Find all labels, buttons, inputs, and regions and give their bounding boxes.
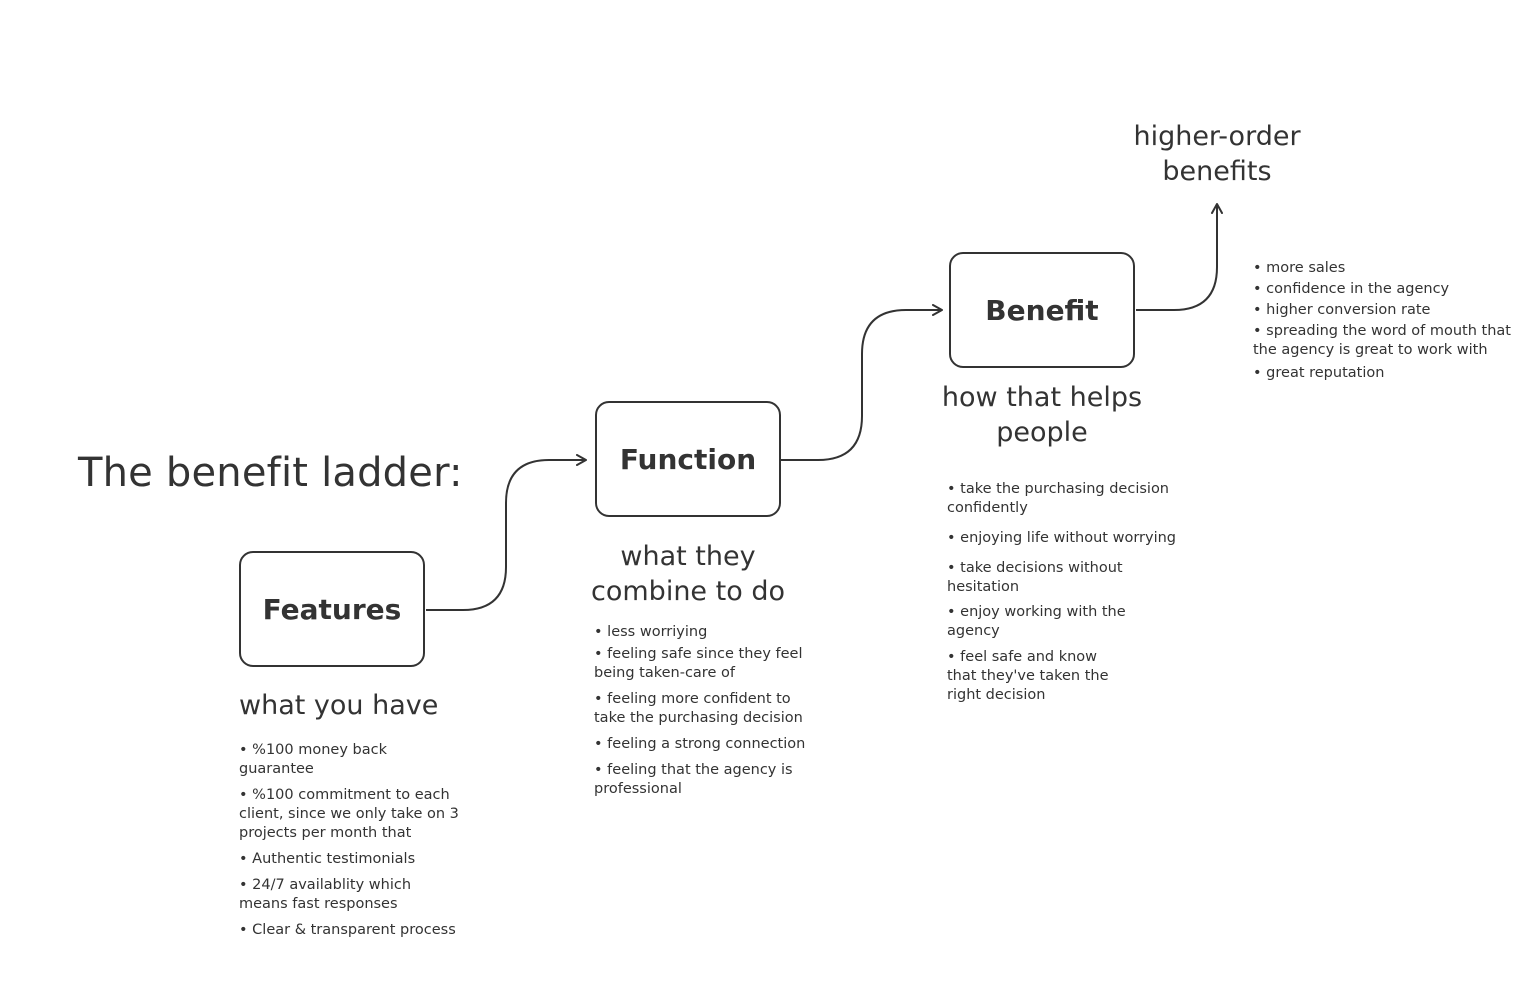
function-list: less worriying feeling safe since they f… bbox=[594, 623, 809, 806]
list-item: feel safe and know that they've taken th… bbox=[947, 648, 1117, 705]
function-subtitle-line-1: what they bbox=[620, 541, 756, 572]
list-item: %100 money back guarantee bbox=[239, 741, 464, 779]
features-box: Features bbox=[239, 551, 425, 667]
list-item: Clear & transparent process bbox=[239, 921, 464, 940]
list-item: Authentic testimonials bbox=[239, 850, 464, 869]
list-item: enjoy working with the agency bbox=[947, 603, 1182, 641]
function-subtitle-line-2: combine to do bbox=[591, 576, 785, 607]
list-item: feeling safe since they feel being taken… bbox=[594, 645, 809, 683]
list-item: take the purchasing decision confidently bbox=[947, 480, 1182, 518]
arrow-function-to-benefit bbox=[781, 304, 943, 461]
list-item: 24/7 availablity which means fast respon… bbox=[239, 876, 464, 914]
features-label: Features bbox=[262, 592, 402, 626]
list-item: confidence in the agency bbox=[1253, 280, 1513, 299]
benefit-label: Benefit bbox=[985, 293, 1099, 327]
list-item: higher conversion rate bbox=[1253, 301, 1513, 320]
higher-order-title-line-1: higher-order bbox=[1133, 121, 1301, 152]
benefit-box: Benefit bbox=[949, 252, 1135, 368]
higher-order-title: higher-order benefits bbox=[1106, 119, 1328, 189]
list-item: great reputation bbox=[1253, 364, 1513, 383]
higher-order-list: more sales confidence in the agency high… bbox=[1253, 259, 1513, 385]
list-item: take decisions without hesitation bbox=[947, 559, 1182, 597]
list-item: feeling more confident to take the purch… bbox=[594, 690, 809, 728]
higher-order-title-line-2: benefits bbox=[1162, 156, 1272, 187]
function-box: Function bbox=[595, 401, 781, 517]
list-item: %100 commitment to each client, since we… bbox=[239, 786, 464, 843]
list-item: less worriying bbox=[594, 623, 809, 642]
list-item: feeling that the agency is professional bbox=[594, 761, 809, 799]
features-list: %100 money back guarantee %100 commitmen… bbox=[239, 741, 464, 947]
arrow-benefit-to-higher-order bbox=[1136, 203, 1223, 311]
list-item: enjoying life without worrying bbox=[947, 529, 1182, 548]
benefit-subtitle-line-2: people bbox=[996, 417, 1088, 448]
benefit-list: take the purchasing decision confidently… bbox=[947, 480, 1182, 712]
benefit-subtitle: how that helps people bbox=[927, 380, 1157, 450]
function-subtitle: what they combine to do bbox=[578, 539, 798, 609]
list-item: spreading the word of mouth that the age… bbox=[1253, 322, 1513, 360]
benefit-subtitle-line-1: how that helps bbox=[941, 382, 1143, 413]
list-item: more sales bbox=[1253, 259, 1513, 278]
list-item: feeling a strong connection bbox=[594, 735, 809, 754]
page-title: The benefit ladder: bbox=[78, 450, 463, 496]
function-label: Function bbox=[619, 442, 757, 476]
features-subtitle: what you have bbox=[239, 690, 439, 721]
